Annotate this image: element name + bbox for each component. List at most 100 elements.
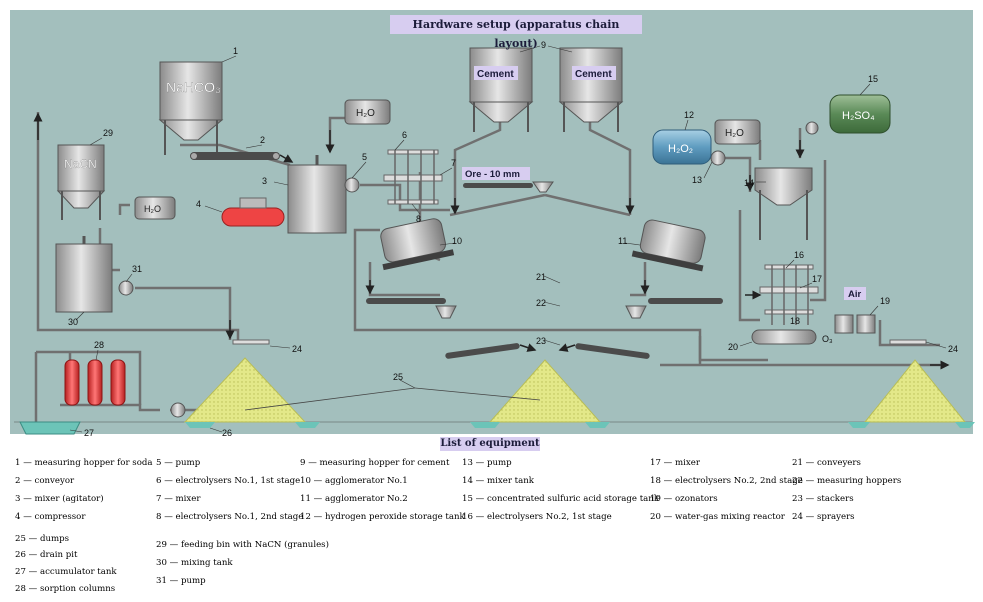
mixing-tank-30: [55, 236, 113, 313]
conveyers-21: [366, 298, 723, 304]
drain-pits: [185, 422, 975, 428]
legend-item: 21 — conveyers: [792, 458, 861, 468]
nacn-label: NaCN: [64, 157, 97, 171]
legend-item: 31 — pump: [156, 576, 206, 586]
legend-item: 28 — sorption columns: [15, 584, 116, 594]
legend-item: 14 — mixer tank: [462, 476, 534, 486]
legend-item: 15 — concentrated sulfuric acid storage …: [462, 494, 660, 504]
svg-text:29: 29: [103, 128, 113, 138]
agglomerator-no2: [631, 219, 706, 272]
svg-text:H₂O: H₂O: [725, 128, 744, 139]
water-gas-reactor-20: O₃: [751, 329, 833, 345]
legend-item: 8 — electrolysers No.1, 2nd stage: [156, 512, 304, 522]
legend-item: 5 — pump: [156, 458, 201, 468]
svg-text:14: 14: [744, 178, 754, 188]
svg-text:28: 28: [94, 340, 104, 350]
svg-text:23: 23: [536, 336, 546, 346]
svg-text:1: 1: [233, 46, 238, 56]
legend-item: 2 — conveyor: [15, 476, 75, 486]
legend-title: List of equipment: [440, 437, 540, 451]
legend-item: 22 — measuring hoppers: [792, 476, 902, 486]
svg-text:24: 24: [292, 344, 302, 354]
ore-feed: [463, 181, 554, 193]
legend-item: 13 — pump: [462, 458, 512, 468]
svg-text:24: 24: [948, 344, 958, 354]
svg-text:10: 10: [452, 236, 462, 246]
legend-item: 30 — mixing tank: [156, 558, 233, 568]
svg-text:20: 20: [728, 342, 738, 352]
cement-label-left: Cement: [477, 69, 514, 80]
svg-text:18: 18: [790, 316, 800, 326]
svg-text:22: 22: [536, 298, 546, 308]
water-tank-1: H₂O: [344, 99, 391, 125]
legend-item: 11 — agglomerator No.2: [300, 494, 408, 504]
measuring-hopper-soda: NaHCO₃: [158, 61, 224, 155]
legend-item: 23 — stackers: [792, 494, 854, 504]
legend-item: 25 — dumps: [15, 534, 70, 544]
svg-text:11: 11: [618, 236, 627, 246]
svg-text:13: 13: [692, 175, 702, 185]
svg-text:4: 4: [196, 199, 201, 209]
legend-item: 29 — feeding bin with NaCN (granules): [156, 540, 329, 550]
svg-text:15: 15: [868, 74, 878, 84]
svg-text:8: 8: [416, 214, 421, 224]
legend-item: 10 — agglomerator No.1: [300, 476, 408, 486]
legend-item: 26 — drain pit: [15, 550, 78, 560]
equipment-legend: 1 — measuring hopper for soda 2 — convey…: [0, 451, 983, 602]
svg-text:9: 9: [541, 40, 546, 50]
svg-text:5: 5: [362, 152, 367, 162]
svg-text:H₂O: H₂O: [356, 108, 375, 119]
flow-arrows: [33, 112, 950, 370]
diagram-title: Hardware setup (apparatus chain layout): [390, 15, 642, 50]
svg-text:6: 6: [402, 130, 407, 140]
legend-item: 24 — sprayers: [792, 512, 855, 522]
o3-label: O₃: [822, 334, 833, 344]
svg-text:27: 27: [84, 428, 94, 438]
water-tank-3: H₂O: [714, 119, 761, 145]
dumps-25: [183, 357, 967, 423]
compressor-4: [221, 197, 285, 227]
air-label: Air: [848, 289, 862, 300]
h2so4-storage-tank: H₂SO₄: [829, 94, 891, 134]
legend-item: 19 — ozonators: [650, 494, 718, 504]
mixer-agitator-3: [287, 155, 347, 234]
svg-text:16: 16: [794, 250, 804, 260]
legend-item: 6 — electrolysers No.1, 1st stage: [156, 476, 301, 486]
nahco3-label: NaHCO₃: [166, 79, 221, 95]
svg-text:H₂SO₄: H₂SO₄: [842, 110, 875, 122]
legend-item: 17 — mixer: [650, 458, 700, 468]
svg-text:2: 2: [260, 135, 265, 145]
svg-text:3: 3: [262, 176, 267, 186]
h2o2-storage-tank: H₂O₂: [652, 129, 712, 165]
water-tank-2: H₂O: [134, 196, 176, 220]
agglomerator-no1: [380, 218, 455, 271]
legend-item: 16 — electrolysers No.2, 1st stage: [462, 512, 612, 522]
svg-text:25: 25: [393, 372, 403, 382]
stackers-23: [445, 343, 650, 359]
legend-item: 9 — measuring hopper for cement: [300, 458, 450, 468]
svg-text:7: 7: [451, 158, 456, 168]
pump-13: [710, 150, 726, 166]
pump-5: [344, 177, 360, 193]
accumulator-tank-27: [19, 421, 81, 435]
svg-text:H₂O: H₂O: [144, 204, 161, 214]
svg-text:17: 17: [812, 274, 822, 284]
svg-text:26: 26: [222, 428, 232, 438]
legend-item: 12 — hydrogen peroxide storage tank: [300, 512, 465, 522]
ore-label: Ore - 10 mm: [465, 169, 520, 180]
sorption-columns-28: [64, 359, 126, 406]
svg-text:31: 31: [132, 264, 142, 274]
equipment-numbers: 1 2 3 4 5 6 7 8 9 10 11 12 13 14 15 16 1…: [68, 40, 958, 438]
svg-text:12: 12: [684, 110, 694, 120]
pump-31: [118, 280, 134, 296]
svg-text:19: 19: [880, 296, 890, 306]
measuring-hoppers-22: [435, 305, 647, 319]
electrolysers-no1: [383, 149, 443, 205]
svg-text:30: 30: [68, 317, 78, 327]
legend-item: 20 — water-gas mixing reactor: [650, 512, 785, 522]
legend-item: 3 — mixer (agitator): [15, 494, 104, 504]
conveyor-2: [190, 152, 280, 160]
pump-h2so4: [805, 121, 819, 135]
pump-26: [170, 402, 186, 418]
